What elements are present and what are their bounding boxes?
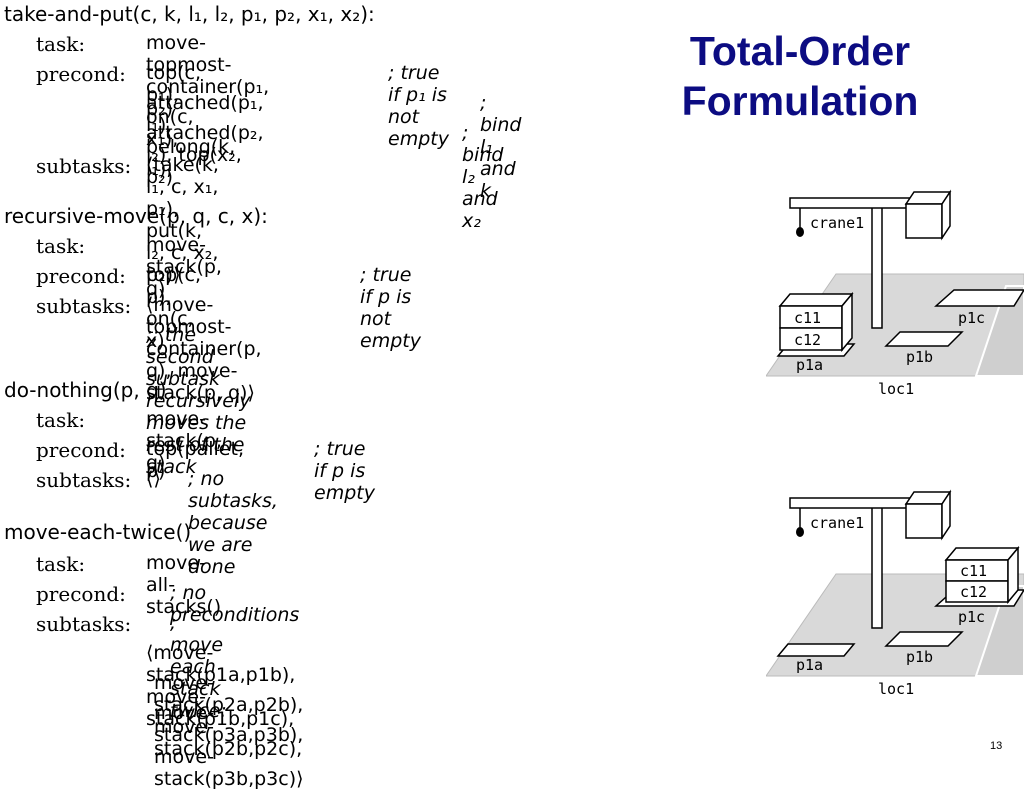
container-top <box>778 293 854 307</box>
subtask-line: move-stack(p2a,p2b), move-stack(p2b,p2c)… <box>154 672 304 760</box>
pallet-p1b <box>884 631 964 647</box>
precond-label: precond: <box>36 62 126 86</box>
method-head: move-each-twice() <box>4 520 192 544</box>
location-label: loc1 <box>878 380 914 398</box>
precond-value: attached(p₂, l₂), top(x₂, p₂) <box>146 122 264 188</box>
precond-value: attached(p₁, l₁), belong(k, l₁), <box>146 92 264 180</box>
task-value: move-stack(p, q) <box>146 234 222 300</box>
method-head: take-and-put(c, k, l₁, l₂, p₁, p₂, x₁, x… <box>4 2 375 26</box>
subtask-line: ⟨move-stack(p1a,p1b), move-stack(p1b,p1c… <box>146 642 296 730</box>
crane-cab-side <box>941 189 951 241</box>
precond-label: precond: <box>36 438 126 462</box>
crane-pole <box>871 203 883 329</box>
subtasks-value: ⟨move-topmost-container(p, q), move-stac… <box>146 294 262 404</box>
pallet-label-p1b: p1b <box>906 648 933 666</box>
crane-hook <box>796 227 804 237</box>
crane-hook <box>796 527 804 537</box>
location-label: loc1 <box>878 680 914 698</box>
precond-comment: ; bind l₁ and k <box>480 92 522 202</box>
subtasks-value: ⟨⟩ <box>146 468 161 490</box>
slide-title-line1: Total-Order <box>689 28 911 74</box>
subtasks-label: subtasks: <box>36 294 132 318</box>
precond-label: precond: <box>36 264 126 288</box>
slide-title: Total-Order Formulation <box>640 26 960 126</box>
precond-comment: ; bind l₂ and x₂ <box>462 122 504 232</box>
crane-arm <box>789 497 913 509</box>
crane-pole <box>871 503 883 629</box>
container-label-c12: c12 <box>960 583 987 601</box>
container-side <box>841 291 853 353</box>
subtasks-label: subtasks: <box>36 468 132 492</box>
pallet-p1b <box>884 331 964 347</box>
precond-comment: ; true if p is not empty <box>360 264 421 352</box>
precond-value: top(c, p), on(c, x) <box>146 264 202 352</box>
container-label-c11: c11 <box>794 309 821 327</box>
subtasks-value: ⟨take(k, l₁, c, x₁, p₁), put(k, l₂, c, x… <box>146 154 219 286</box>
dock-figure-initial: crane1 c11 c12 p1a p1b p1c loc1 <box>766 189 1024 398</box>
page-number: 13 <box>990 740 1003 752</box>
method-note: ;; the second subtask recursively moves … <box>146 324 251 478</box>
precond-comment: ; true if p₁ is not empty <box>388 62 449 150</box>
task-value: move-topmost-container(p₁, p₂) <box>146 32 270 120</box>
pallet-p1a <box>776 643 856 657</box>
container-label-c12: c12 <box>794 331 821 349</box>
task-value: move-stack(p, q) <box>146 408 222 474</box>
precond-comment: ; no preconditions <box>170 582 300 626</box>
crane-cab-side <box>941 489 951 541</box>
task-label: task: <box>36 552 86 576</box>
dock-figure-final: crane1 c11 c12 p1a p1b p1c loc1 <box>766 489 1024 698</box>
container-side <box>1007 545 1019 605</box>
pallet-label-p1c: p1c <box>958 309 985 327</box>
task-label: task: <box>36 408 86 432</box>
crane-label: crane1 <box>810 214 864 232</box>
pallet-label-p1c: p1c <box>958 608 985 626</box>
task-value: move-all-stacks() <box>146 552 222 618</box>
subtasks-label: subtasks: <box>36 612 132 636</box>
location-floor-neighbor <box>974 285 1024 377</box>
container-label-c11: c11 <box>960 562 987 580</box>
slide-title-line2: Formulation <box>681 78 919 124</box>
crane-arm <box>789 197 913 209</box>
subtasks-comment: ; no subtasks, because we are done <box>188 468 278 578</box>
crane-cab-front <box>905 203 943 239</box>
method-head: recursive-move(p, q, c, x): <box>4 204 268 228</box>
precond-label: precond: <box>36 582 126 606</box>
task-label: task: <box>36 234 86 258</box>
subtasks-label: subtasks: <box>36 154 132 178</box>
precond-value: top(c, p₁), on(c, x₁), <box>146 62 202 150</box>
pallet-label-p1a: p1a <box>796 356 823 374</box>
container-top <box>944 547 1020 561</box>
pallet-label-p1a: p1a <box>796 656 823 674</box>
subtasks-comment: ; move each stack twice: <box>170 612 227 722</box>
precond-comment: ; true if p is empty <box>314 438 375 504</box>
pallet-p1c <box>934 289 1024 307</box>
pallet-label-p1b: p1b <box>906 348 933 366</box>
crane-label: crane1 <box>810 514 864 532</box>
method-head: do-nothing(p, q) <box>4 378 167 402</box>
precond-value: top(pallet, p) <box>146 438 244 482</box>
crane-cab-front <box>905 503 943 539</box>
subtask-line: move-stack(p3a,p3b), move-stack(p3b,p3c)… <box>154 702 304 790</box>
task-label: task: <box>36 32 86 56</box>
